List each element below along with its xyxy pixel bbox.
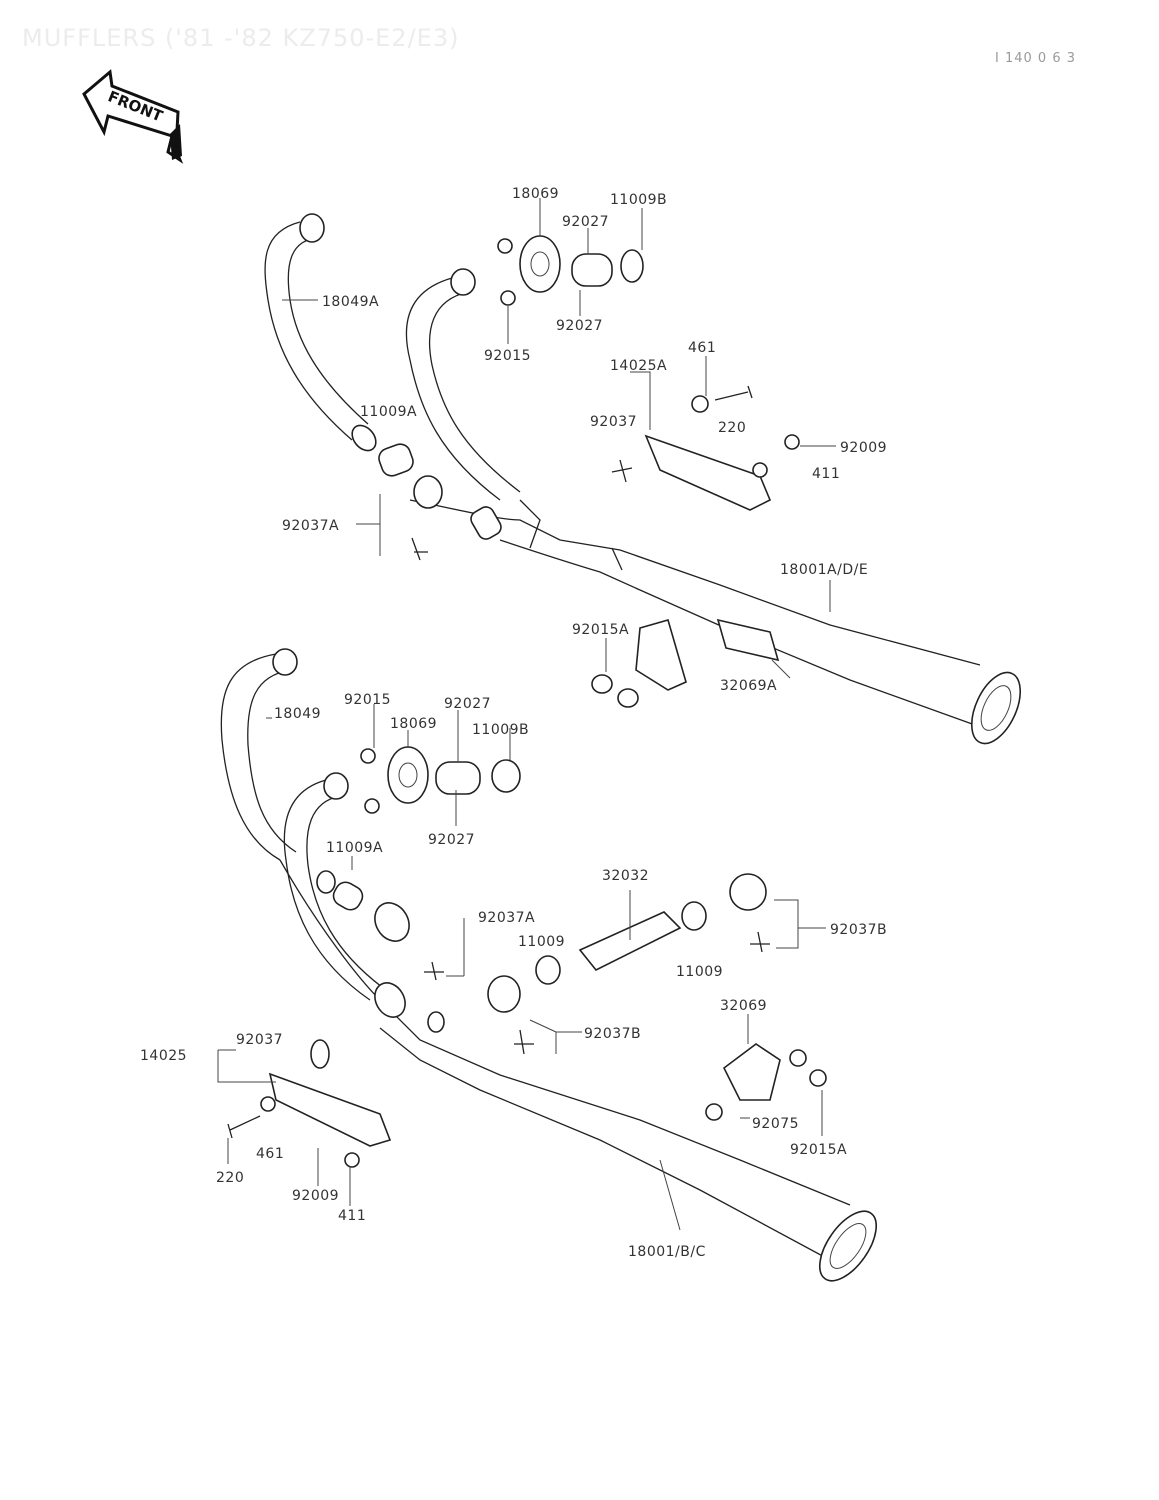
label-220: 220 — [216, 1170, 244, 1186]
label-11009: 11009 — [676, 964, 723, 980]
page-title: MUFFLERS ('81 -'82 KZ750-E2/E3) — [22, 24, 460, 52]
label-411: 411 — [812, 466, 840, 482]
label-92037: 92037 — [236, 1032, 283, 1048]
label-14025: 14025 — [140, 1048, 187, 1064]
flange-18069-upper — [519, 235, 561, 293]
label-11009a: 11009A — [360, 404, 417, 420]
label-92075: 92075 — [752, 1116, 799, 1132]
label-11009a: 11009A — [326, 840, 383, 856]
flange-18069-lower — [387, 746, 429, 804]
label-92027: 92027 — [556, 318, 603, 334]
label-92015a: 92015A — [572, 622, 629, 638]
label-18001ade: 18001A/D/E — [780, 562, 868, 578]
label-32032: 32032 — [602, 868, 649, 884]
header-pipe-end — [299, 213, 325, 243]
label-11009b: 11009B — [472, 722, 529, 738]
label-92037a: 92037A — [282, 518, 339, 534]
upper-assembly — [264, 198, 1022, 745]
label-92027: 92027 — [428, 832, 475, 848]
label-92037: 92037 — [590, 414, 637, 430]
label-18069: 18069 — [512, 186, 559, 202]
label-11009b: 11009B — [610, 192, 667, 208]
label-411: 411 — [338, 1208, 366, 1224]
label-18069: 18069 — [390, 716, 437, 732]
pipe-32032 — [578, 911, 682, 972]
label-11009: 11009 — [518, 934, 565, 950]
muffler-tip-lower — [819, 1210, 877, 1282]
label-18049a: 18049A — [322, 294, 379, 310]
label-92037b: 92037B — [584, 1026, 641, 1042]
label-18049: 18049 — [274, 706, 321, 722]
label-92015a: 92015A — [790, 1142, 847, 1158]
label-92015: 92015 — [344, 692, 391, 708]
lower-assembly — [217, 648, 877, 1282]
label-14025a: 14025A — [610, 358, 667, 374]
label-461: 461 — [256, 1146, 284, 1162]
label-92027: 92027 — [562, 214, 609, 230]
label-92015: 92015 — [484, 348, 531, 364]
label-18001bc: 18001/B/C — [628, 1244, 706, 1260]
label-92009: 92009 — [292, 1188, 339, 1204]
label-461: 461 — [688, 340, 716, 356]
label-220: 220 — [718, 420, 746, 436]
label-92037a: 92037A — [478, 910, 535, 926]
muffler-tip-upper — [970, 671, 1022, 745]
label-32069: 32069 — [720, 998, 767, 1014]
label-92009: 92009 — [840, 440, 887, 456]
label-92037b: 92037B — [830, 922, 887, 938]
front-arrow-icon: FRONT — [82, 69, 184, 164]
label-92027: 92027 — [444, 696, 491, 712]
diagram-id: I 140 0 6 3 — [995, 51, 1076, 66]
label-32069a: 32069A — [720, 678, 777, 694]
